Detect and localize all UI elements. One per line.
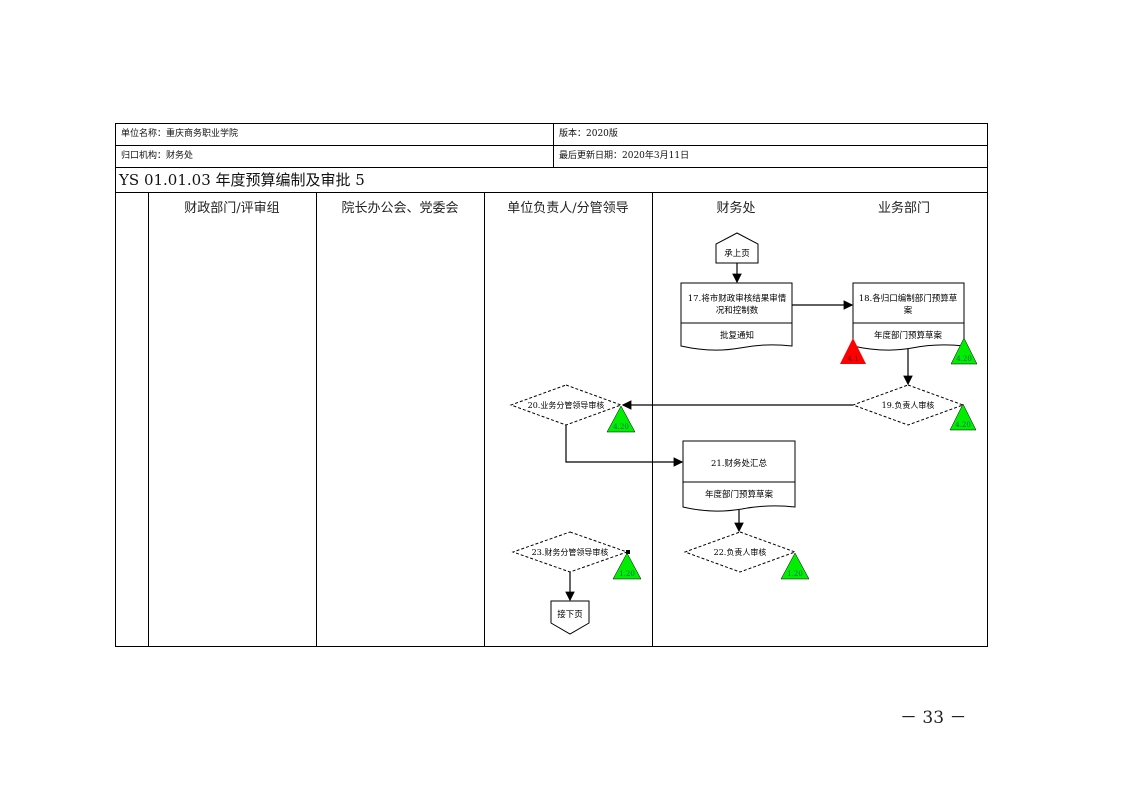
step19-label: 19.负责人审核 bbox=[882, 400, 935, 410]
step19-decision: 19.负责人审核 bbox=[851, 384, 965, 426]
connector-from-previous-page: 承上页 bbox=[715, 232, 759, 264]
header-divider-1 bbox=[115, 145, 988, 146]
page-title: YS 01.01.03 年度预算编制及审批 5 bbox=[119, 171, 365, 189]
lane-divider bbox=[652, 192, 653, 647]
step18-label-line1: 18.各归口编制部门预算草 bbox=[859, 293, 958, 304]
step23-label: 23.财务分管领导审核 bbox=[532, 547, 609, 557]
header-vertical-divider bbox=[553, 123, 554, 167]
step18-document: 18.各归口编制部门预算草 案 年度部门预算草案 bbox=[852, 282, 965, 351]
risk-marker-green: 4.20 bbox=[606, 405, 636, 433]
connector-to-next-page: 接下页 bbox=[550, 600, 590, 635]
lane-title-business-dept: 业务部门 bbox=[877, 201, 930, 216]
risk-marker-label: 4.20 bbox=[955, 421, 971, 429]
risk-marker-red-label: 4.1 bbox=[847, 355, 858, 363]
step17-label-line1: 17.将市财政审核结果审情 bbox=[688, 293, 787, 304]
step23-decision: 23.财务分管领导审核 bbox=[511, 531, 630, 573]
risk-marker-green: 4.20 bbox=[949, 403, 977, 431]
lane-title-finance-office: 财务处 bbox=[716, 201, 756, 216]
lane-divider bbox=[148, 192, 149, 647]
version: 版本：2020版 bbox=[559, 129, 618, 139]
flow-arrow bbox=[565, 425, 684, 467]
step18-label-line2: 案 bbox=[904, 305, 913, 316]
step22-decision: 22.负责人审核 bbox=[683, 531, 797, 573]
header-divider-2 bbox=[115, 167, 988, 168]
risk-marker-label: 4.20 bbox=[613, 423, 629, 431]
lane-title-presidents-office: 院长办公会、党委会 bbox=[341, 201, 459, 216]
step18-doc-label: 年度部门预算草案 bbox=[874, 330, 943, 341]
lane-title-unit-leader: 单位负责人/分管领导 bbox=[507, 201, 629, 216]
step22-label: 22.负责人审核 bbox=[714, 547, 767, 557]
step21-document: 21.财务处汇总 年度部门预算草案 bbox=[682, 440, 796, 512]
step21-doc-label: 年度部门预算草案 bbox=[705, 489, 774, 500]
lane-divider bbox=[484, 192, 485, 647]
lane-divider bbox=[316, 192, 317, 647]
department: 归口机构：财务处 bbox=[121, 151, 194, 161]
risk-marker-green: 1.20 bbox=[780, 552, 810, 580]
connector-from-label: 承上页 bbox=[724, 249, 750, 259]
risk-marker-green: 1.20 bbox=[612, 552, 642, 580]
header-table bbox=[115, 123, 988, 647]
connector-to-label: 接下页 bbox=[557, 609, 583, 620]
title-divider bbox=[115, 192, 988, 193]
step17-document: 17.将市财政审核结果审情 况和控制数 批复通知 bbox=[680, 282, 793, 351]
step21-label: 21.财务处汇总 bbox=[711, 458, 768, 469]
step17-label-line2: 况和控制数 bbox=[716, 305, 759, 316]
unit-name: 单位名称：重庆商务职业学院 bbox=[121, 129, 239, 139]
risk-marker-label: 1.20 bbox=[619, 570, 635, 578]
step20-label: 20.业务分管领导审核 bbox=[528, 400, 605, 410]
page-number: － 33 － bbox=[900, 708, 967, 728]
risk-marker-label: 4.20 bbox=[956, 355, 972, 363]
step20-decision: 20.业务分管领导审核 bbox=[509, 384, 623, 426]
risk-marker-label: 1.20 bbox=[787, 570, 803, 578]
step17-doc-label: 批复通知 bbox=[720, 330, 754, 341]
last-updated: 最后更新日期：2020年3月11日 bbox=[559, 151, 690, 161]
lane-title-finance-bureau: 财政部门/评审组 bbox=[184, 201, 280, 216]
risk-marker-red: 4.1 bbox=[840, 338, 866, 364]
risk-marker-green: 4.20 bbox=[950, 337, 978, 365]
